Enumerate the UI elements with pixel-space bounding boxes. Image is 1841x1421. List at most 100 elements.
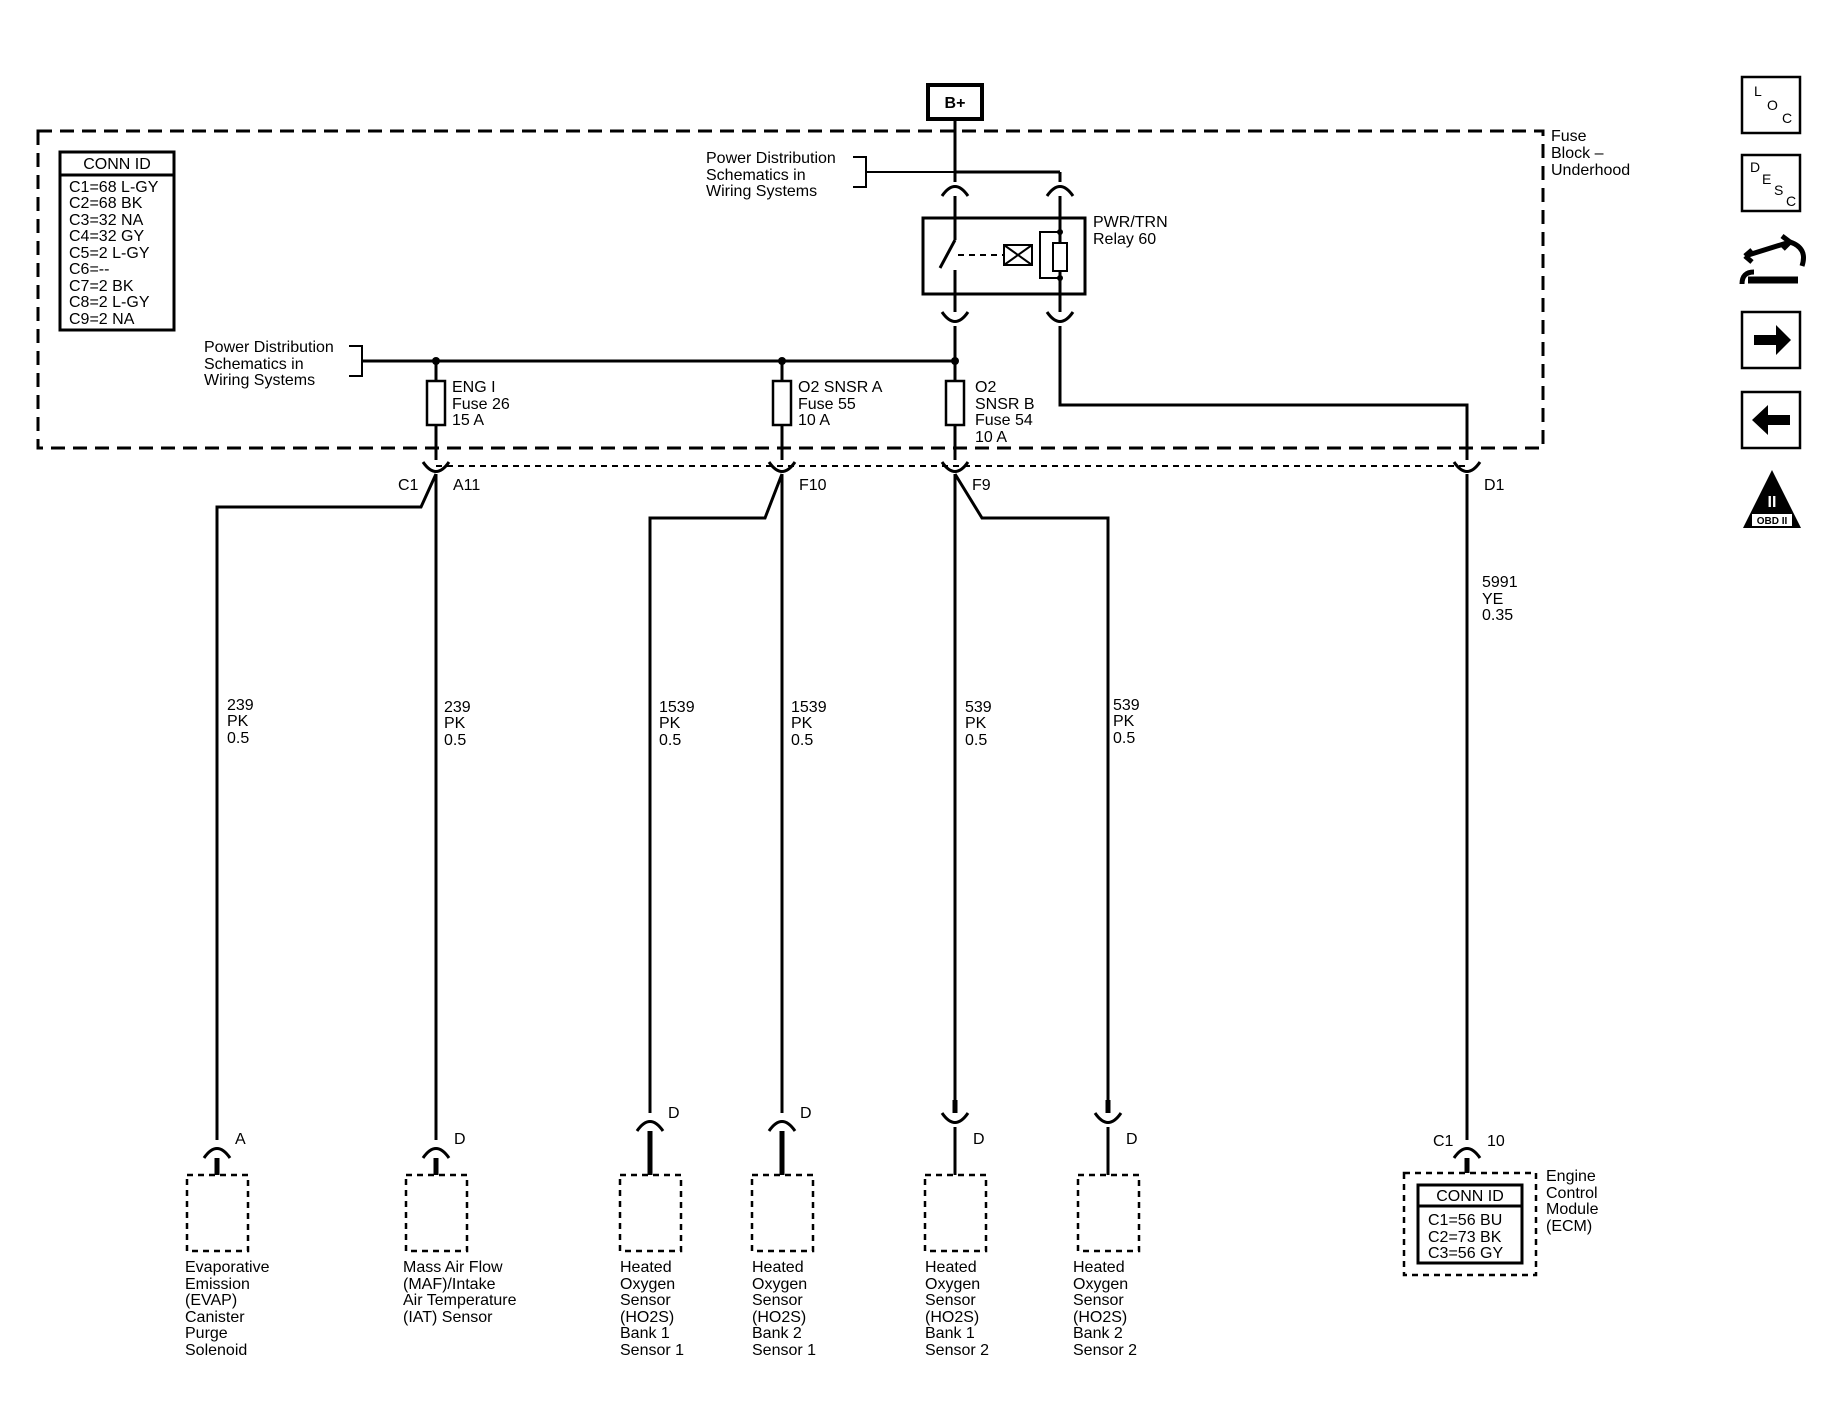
svg-text:Wiring Systems: Wiring Systems bbox=[204, 372, 315, 389]
engine-control-module: C1 10 CONN ID C1=56 BU C2=73 BK C3=56 GY… bbox=[1402, 1133, 1599, 1277]
svg-text:PWR/TRN: PWR/TRN bbox=[1093, 214, 1168, 231]
battery-b-plus: B+ bbox=[926, 83, 984, 121]
maf-pin-label: D bbox=[454, 1131, 466, 1148]
ho2s-b1s1-pin-label: D bbox=[668, 1105, 680, 1122]
fuse-block-outline bbox=[36, 129, 1545, 450]
wire-539-ho2s-b2s2 bbox=[953, 473, 1110, 1100]
svg-text:O2 SNSR A: O2 SNSR A bbox=[798, 379, 883, 396]
svg-text:5991: 5991 bbox=[1482, 574, 1518, 591]
svg-text:C3=32 NA: C3=32 NA bbox=[69, 212, 144, 229]
svg-text:C3=56 GY: C3=56 GY bbox=[1428, 1245, 1503, 1262]
connector-c1-label: C1 bbox=[398, 477, 419, 494]
svg-text:C4=32 GY: C4=32 GY bbox=[69, 228, 144, 245]
svg-text:Schematics in: Schematics in bbox=[706, 167, 806, 184]
svg-text:Heated: Heated bbox=[925, 1259, 977, 1276]
ecm-pin-label: 10 bbox=[1487, 1133, 1505, 1150]
svg-text:Sensor: Sensor bbox=[925, 1292, 976, 1309]
svg-text:Sensor: Sensor bbox=[620, 1292, 671, 1309]
svg-text:C1=68 L-GY: C1=68 L-GY bbox=[69, 179, 159, 196]
svg-text:C2=73 BK: C2=73 BK bbox=[1428, 1229, 1502, 1246]
svg-text:Bank 2: Bank 2 bbox=[1073, 1325, 1123, 1342]
svg-text:Sensor: Sensor bbox=[1073, 1292, 1124, 1309]
svg-text:Sensor 1: Sensor 1 bbox=[620, 1342, 684, 1359]
svg-text:C1=56 BU: C1=56 BU bbox=[1428, 1212, 1502, 1229]
ho2s-bank1-sensor1: D Heated Oxygen Sensor (HO2S) Bank 1 Sen… bbox=[618, 1105, 684, 1359]
loc-icon[interactable]: L O C bbox=[1740, 75, 1802, 135]
ho2s-b2s1-pin-label: D bbox=[800, 1105, 812, 1122]
svg-text:539: 539 bbox=[1113, 697, 1140, 714]
wire-label-2: 239 PK 0.5 bbox=[444, 699, 471, 749]
svg-text:0.5: 0.5 bbox=[791, 732, 813, 749]
svg-text:Canister: Canister bbox=[185, 1309, 245, 1326]
svg-text:PK: PK bbox=[659, 715, 681, 732]
pin-d1-label: D1 bbox=[1484, 477, 1505, 494]
svg-text:PK: PK bbox=[227, 713, 249, 730]
svg-text:Oxygen: Oxygen bbox=[1073, 1276, 1128, 1293]
fuse-block-label: Fuse Block – Underhood bbox=[1551, 128, 1630, 179]
wire-label-4: 1539 PK 0.5 bbox=[791, 699, 827, 749]
wire-label-1: 239 PK 0.5 bbox=[227, 697, 254, 747]
svg-text:Mass Air Flow: Mass Air Flow bbox=[403, 1259, 503, 1276]
fuse-o2-snsr-b: O2 SNSR B Fuse 54 10 A bbox=[944, 361, 1035, 460]
svg-text:C: C bbox=[1782, 110, 1792, 126]
svg-text:L: L bbox=[1754, 83, 1762, 99]
svg-text:C: C bbox=[1786, 193, 1796, 209]
svg-text:0.5: 0.5 bbox=[659, 732, 681, 749]
svg-text:239: 239 bbox=[227, 697, 254, 714]
svg-text:C8=2 L-GY: C8=2 L-GY bbox=[69, 294, 150, 311]
svg-text:Power Distribution: Power Distribution bbox=[204, 339, 334, 356]
svg-text:C5=2 L-GY: C5=2 L-GY bbox=[69, 245, 150, 262]
svg-text:Heated: Heated bbox=[620, 1259, 672, 1276]
pin-f9-terminal bbox=[940, 461, 970, 473]
svg-text:Purge: Purge bbox=[185, 1325, 228, 1342]
arrow-left-icon[interactable] bbox=[1740, 390, 1802, 450]
svg-text:Heated: Heated bbox=[752, 1259, 804, 1276]
svg-text:B+: B+ bbox=[945, 95, 966, 112]
power-distribution-top-note: Power Distribution Schematics in Wiring … bbox=[706, 150, 836, 200]
relay-terminal-bottom-right bbox=[1045, 311, 1075, 323]
ho2s-b2s2-pin-label: D bbox=[1126, 1131, 1138, 1148]
pin-d1-terminal bbox=[1452, 461, 1482, 473]
svg-text:539: 539 bbox=[965, 699, 992, 716]
svg-text:Sensor 1: Sensor 1 bbox=[752, 1342, 816, 1359]
svg-text:(IAT) Sensor: (IAT) Sensor bbox=[403, 1309, 493, 1326]
fuse-eng-i: ENG I Fuse 26 15 A bbox=[425, 361, 510, 460]
ecm-conn-id-title: CONN ID bbox=[1436, 1188, 1504, 1205]
wire-label-5: 539 PK 0.5 bbox=[965, 699, 992, 749]
svg-text:Bank 1: Bank 1 bbox=[925, 1325, 975, 1342]
wire-label-7: 5991 YE 0.35 bbox=[1482, 574, 1518, 624]
svg-text:1539: 1539 bbox=[659, 699, 695, 716]
svg-text:PK: PK bbox=[444, 715, 466, 732]
svg-text:Fuse 55: Fuse 55 bbox=[798, 396, 856, 413]
relay-output-wire bbox=[1058, 326, 1469, 460]
svg-text:0.5: 0.5 bbox=[965, 732, 987, 749]
relay-label: PWR/TRN Relay 60 bbox=[1093, 214, 1168, 248]
svg-text:Module: Module bbox=[1546, 1201, 1599, 1218]
svg-text:Oxygen: Oxygen bbox=[925, 1276, 980, 1293]
svg-text:Power Distribution: Power Distribution bbox=[706, 150, 836, 167]
ho2s-bank2-sensor2: D Heated Oxygen Sensor (HO2S) Bank 2 Sen… bbox=[1073, 1100, 1141, 1359]
svg-text:PK: PK bbox=[965, 715, 987, 732]
arrow-right-icon[interactable] bbox=[1740, 310, 1802, 370]
svg-text:Underhood: Underhood bbox=[1551, 162, 1630, 179]
svg-text:0.5: 0.5 bbox=[1113, 730, 1135, 747]
svg-text:0.35: 0.35 bbox=[1482, 607, 1513, 624]
svg-text:Fuse 54: Fuse 54 bbox=[975, 412, 1033, 429]
svg-text:Schematics in: Schematics in bbox=[204, 356, 304, 373]
svg-text:Bank 1: Bank 1 bbox=[620, 1325, 670, 1342]
obd-ii-icon[interactable]: II OBD II bbox=[1743, 470, 1801, 528]
svg-text:Control: Control bbox=[1546, 1185, 1598, 1202]
svg-text:Oxygen: Oxygen bbox=[752, 1276, 807, 1293]
svg-text:15 A: 15 A bbox=[452, 412, 484, 429]
svg-text:D: D bbox=[1750, 159, 1760, 175]
svg-text:Heated: Heated bbox=[1073, 1259, 1125, 1276]
desc-icon[interactable]: D E S C bbox=[1740, 153, 1802, 213]
svg-text:Solenoid: Solenoid bbox=[185, 1342, 247, 1359]
svg-text:Bank 2: Bank 2 bbox=[752, 1325, 802, 1342]
svg-text:(HO2S): (HO2S) bbox=[925, 1309, 979, 1326]
svg-text:239: 239 bbox=[444, 699, 471, 716]
svg-text:(EVAP): (EVAP) bbox=[185, 1292, 237, 1309]
ho2s-bank1-sensor2: D Heated Oxygen Sensor (HO2S) Bank 1 Sen… bbox=[923, 1100, 989, 1359]
schematic-nav-icon[interactable] bbox=[1739, 234, 1806, 285]
